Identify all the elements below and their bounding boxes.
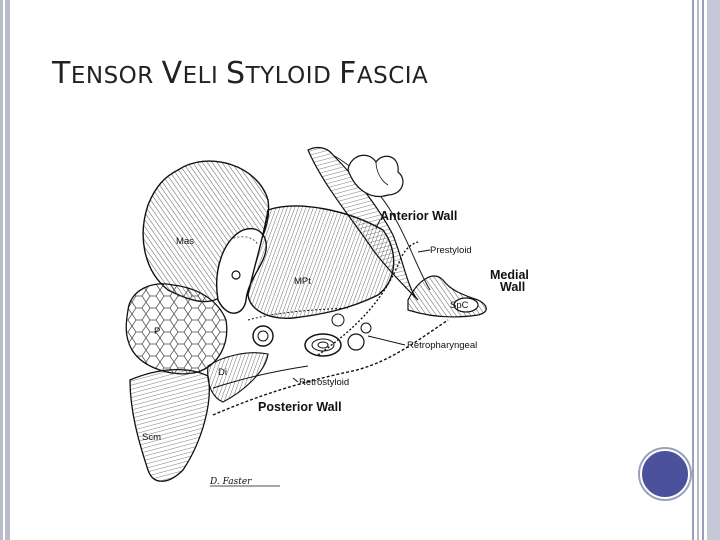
title-word-rest: ENSOR <box>70 63 162 89</box>
scm-label: Scm <box>142 432 161 443</box>
title-word-rest: TYLOID <box>245 63 340 89</box>
posterior-wall-label: Posterior Wall <box>258 400 342 414</box>
sternocleidomastoid-muscle <box>129 368 210 482</box>
title-word-rest: ASCIA <box>356 63 429 89</box>
pharyngeal-wall <box>407 275 487 318</box>
retrostyloid-label: Retrostyloid <box>299 377 349 388</box>
retropharyngeal-label: Retropharyngeal <box>407 340 477 351</box>
digastric-muscle <box>207 352 269 403</box>
p-label: P <box>154 326 160 337</box>
slide-accent-circle <box>640 449 690 499</box>
title-initial: F <box>339 56 357 91</box>
prestyloid-label: Prestyloid <box>430 245 472 256</box>
title-initial: S <box>226 56 246 91</box>
anterior-wall-label: Anterior Wall <box>380 209 457 223</box>
tensor-veli-region <box>307 146 419 301</box>
title-initial: T <box>52 56 71 91</box>
mas-label: Mas <box>176 236 194 247</box>
vessel-circle <box>252 325 274 347</box>
artist-signature: D. Faster <box>209 477 252 487</box>
vessel-circle <box>347 333 365 351</box>
left-frame-border <box>0 0 10 540</box>
mpt-label: MPt <box>294 276 311 287</box>
spc-label: SpC <box>450 300 469 311</box>
title-word-rest: ELI <box>182 63 227 89</box>
vessel-circle <box>304 333 342 357</box>
title-initial: V <box>161 56 183 91</box>
spc-structure <box>453 297 479 313</box>
right-frame-border <box>690 0 720 540</box>
medial-wall-label: Wall <box>500 280 525 294</box>
anatomical-illustration: Anterior Wall Prestyloid Medial Wall SpC… <box>125 146 529 487</box>
posterior-wall-line <box>212 319 449 416</box>
di-label: Di <box>218 367 227 378</box>
skull-base <box>347 154 404 197</box>
slide-title: TENSOR VELI STYLOID FASCIA <box>52 56 428 89</box>
parotid-gland <box>125 283 228 375</box>
medial-wall-label: Medial <box>490 268 529 282</box>
